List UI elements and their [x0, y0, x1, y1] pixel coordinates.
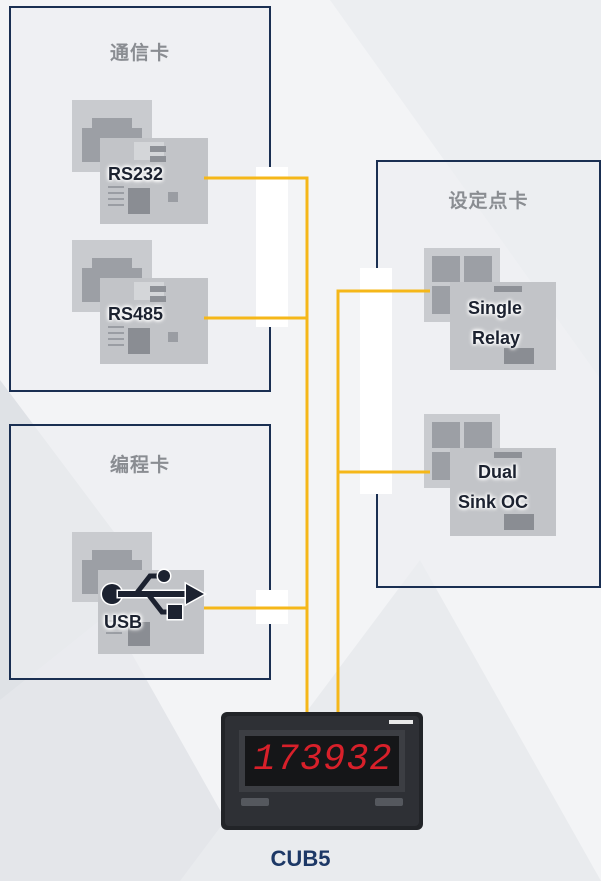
- rs485-card: RS485: [72, 240, 208, 365]
- dual-sink-oc-card: Dual Sink OC: [424, 414, 556, 538]
- single-relay-label-line1: Single: [468, 298, 523, 318]
- rs485-card-graphic: [72, 240, 208, 364]
- rs232-card-graphic: [72, 100, 208, 224]
- single-relay-card: Single Relay: [424, 248, 556, 372]
- programming-cards-title: 编程卡: [109, 455, 170, 476]
- cub5-label: CUB5: [270, 846, 331, 871]
- dual-sink-oc-card-graphic: [424, 414, 556, 536]
- rs232-label: RS232: [108, 164, 164, 184]
- comm-connector-strip: [256, 167, 288, 327]
- wire-single-relay: [336, 289, 430, 716]
- cub5-display-value: 173932: [253, 739, 393, 781]
- rs232-card: RS232: [72, 100, 208, 225]
- setpoint-connector-strip: [360, 268, 392, 494]
- cub5-device: 173932: [221, 712, 423, 830]
- usb-icon: [100, 568, 208, 621]
- comm-cards-title: 通信卡: [109, 43, 170, 64]
- wire-rs232: [204, 176, 309, 716]
- single-relay-label-line2: Relay: [472, 328, 521, 348]
- cub5-device-graphic: [221, 712, 423, 830]
- single-relay-card-graphic: [424, 248, 556, 370]
- rs485-label: RS485: [108, 304, 164, 324]
- usb-card: USB: [72, 532, 208, 654]
- dual-sink-oc-label-line2: Sink OC: [458, 492, 529, 512]
- dual-sink-oc-label-line1: Dual: [478, 462, 518, 482]
- setpoint-cards-title: 设定点卡: [448, 191, 529, 212]
- usb-label: USB: [104, 612, 143, 632]
